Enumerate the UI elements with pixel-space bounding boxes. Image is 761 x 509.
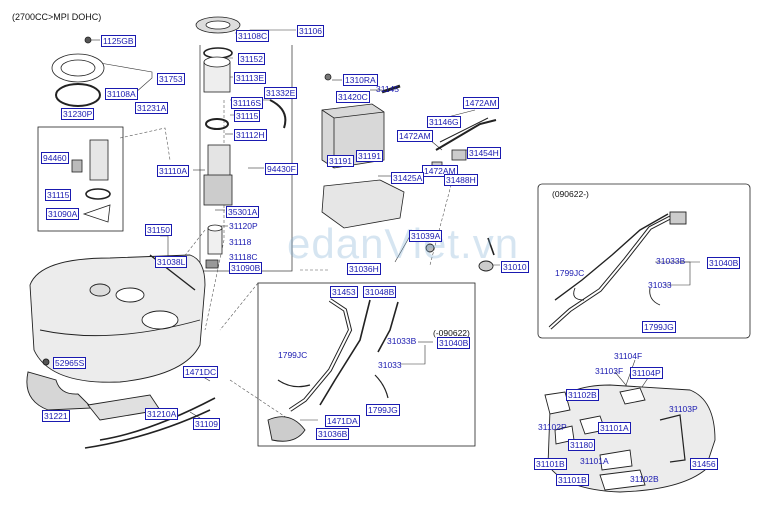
part-label-31108a[interactable]: 31108A xyxy=(105,88,138,100)
part-label-31753[interactable]: 31753 xyxy=(157,73,185,85)
inset-variant-note: (-090622) xyxy=(433,328,470,338)
part-label-31104f[interactable]: 31104F xyxy=(614,351,643,361)
part-label-31191-b[interactable]: 31191 xyxy=(356,150,384,162)
part-label-31090b[interactable]: 31090B xyxy=(229,262,263,274)
engine-variant-title: (2700CC>MPI DOHC) xyxy=(12,12,102,22)
part-label-31145[interactable]: 31145 xyxy=(376,84,400,94)
part-label-31210a[interactable]: 31210A xyxy=(145,408,179,420)
part-label-31033-mid[interactable]: 31033 xyxy=(378,360,402,370)
part-label-31108c[interactable]: 31108C xyxy=(236,30,270,42)
part-label-31090a[interactable]: 31090A xyxy=(46,208,80,220)
part-label-31104p[interactable]: 31104P xyxy=(630,367,663,379)
inset-date-title: (090622-) xyxy=(552,189,589,199)
part-label-31101a-top[interactable]: 31101A xyxy=(598,422,631,434)
part-label-31040b-right[interactable]: 31040B xyxy=(707,257,741,269)
part-label-94460[interactable]: 94460 xyxy=(41,152,69,164)
part-label-1472am-mid[interactable]: 1472AM xyxy=(397,130,433,142)
part-label-31150[interactable]: 31150 xyxy=(145,224,173,236)
part-label-31010[interactable]: 31010 xyxy=(501,261,529,273)
part-label-31146g[interactable]: 31146G xyxy=(427,116,461,128)
part-label-31231a[interactable]: 31231A xyxy=(135,102,169,114)
part-label-31118c[interactable]: 31118C xyxy=(229,252,258,262)
part-label-31221[interactable]: 31221 xyxy=(42,410,70,422)
part-label-31425a[interactable]: 31425A xyxy=(391,172,425,184)
part-label-31110a[interactable]: 31110A xyxy=(157,165,190,177)
part-label-52965s[interactable]: 52965S xyxy=(53,357,87,369)
part-label-1799jc-mid[interactable]: 1799JC xyxy=(278,350,308,360)
part-label-31106[interactable]: 31106 xyxy=(297,25,325,37)
part-label-31102b-low[interactable]: 31102B xyxy=(630,474,659,484)
part-label-1799jg-right[interactable]: 1799JG xyxy=(642,321,676,333)
part-label-94430f[interactable]: 94430F xyxy=(265,163,298,175)
new-filler-inset-box xyxy=(537,183,751,339)
part-label-1471dc-left[interactable]: 1471DC xyxy=(183,366,219,378)
part-label-35301a[interactable]: 35301A xyxy=(226,206,260,218)
part-label-31036h[interactable]: 31036H xyxy=(347,263,381,275)
part-label-31118[interactable]: 31118 xyxy=(229,237,252,247)
part-label-31103p[interactable]: 31103P xyxy=(669,404,698,414)
part-label-31103f[interactable]: 31103F xyxy=(595,366,624,376)
part-label-31180[interactable]: 31180 xyxy=(568,439,596,451)
part-label-1471da[interactable]: 1471DA xyxy=(325,415,360,427)
part-label-31112h[interactable]: 31112H xyxy=(234,129,267,141)
part-label-31456[interactable]: 31456 xyxy=(690,458,718,470)
part-label-31115-left[interactable]: 31115 xyxy=(45,189,72,201)
part-label-31109[interactable]: 31109 xyxy=(193,418,221,430)
part-label-31033b-mid[interactable]: 31033B xyxy=(387,336,417,346)
part-label-31420c[interactable]: 31420C xyxy=(336,91,370,103)
part-label-31033-right[interactable]: 31033 xyxy=(648,280,672,290)
part-label-31115-center[interactable]: 31115 xyxy=(234,110,261,122)
part-label-31101b-top[interactable]: 31101B xyxy=(534,458,567,470)
filler-inset-box xyxy=(257,282,476,447)
part-label-31033b-right[interactable]: 31033B xyxy=(656,256,686,266)
part-label-31102b-top[interactable]: 31102B xyxy=(566,389,599,401)
part-label-31230p[interactable]: 31230P xyxy=(61,108,95,120)
pump-inset-box xyxy=(37,126,124,232)
part-label-31038l[interactable]: 31038L xyxy=(155,256,188,268)
part-label-31102p[interactable]: 31102P xyxy=(538,422,567,432)
part-label-1799jg-mid[interactable]: 1799JG xyxy=(366,404,400,416)
part-label-31454h[interactable]: 31454H xyxy=(467,147,501,159)
part-label-31048b[interactable]: 31048B xyxy=(363,286,397,298)
part-label-31332e[interactable]: 31332E xyxy=(264,87,298,99)
part-label-31116s[interactable]: 31116S xyxy=(231,97,264,109)
part-label-1472am-top[interactable]: 1472AM xyxy=(463,97,499,109)
part-label-31488h[interactable]: 31488H xyxy=(444,174,478,186)
part-label-31152[interactable]: 31152 xyxy=(238,53,266,65)
part-label-31039a[interactable]: 31039A xyxy=(409,230,443,242)
part-label-31036b[interactable]: 31036B xyxy=(316,428,350,440)
part-label-1310ra[interactable]: 1310RA xyxy=(343,74,378,86)
part-label-31120p[interactable]: 31120P xyxy=(229,221,258,231)
part-label-1125gb[interactable]: 1125GB xyxy=(101,35,136,47)
part-label-31040b-mid[interactable]: 31040B xyxy=(437,337,471,349)
part-label-31101b-low[interactable]: 31101B xyxy=(556,474,589,486)
part-label-31453[interactable]: 31453 xyxy=(330,286,358,298)
part-label-31191-a[interactable]: 31191 xyxy=(327,155,355,167)
part-label-1799jc-right[interactable]: 1799JC xyxy=(555,268,585,278)
part-label-31101a-low[interactable]: 31101A xyxy=(580,456,609,466)
part-label-31113e[interactable]: 31113E xyxy=(234,72,267,84)
